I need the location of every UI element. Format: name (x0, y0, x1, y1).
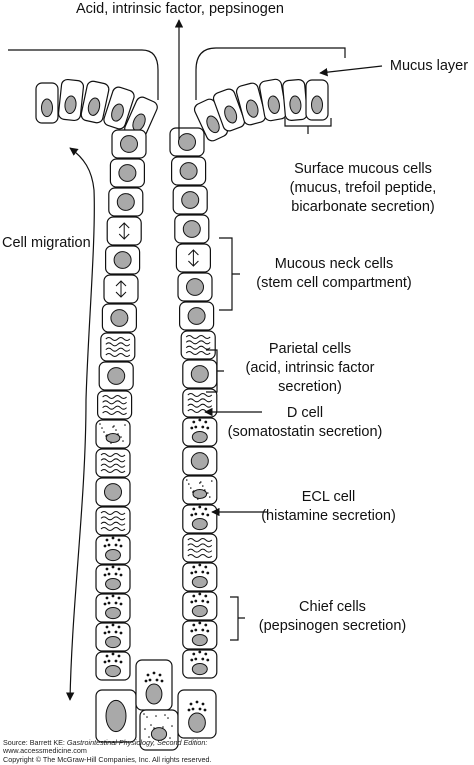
gland-base-cell (139, 709, 179, 751)
cell-migration-label: Cell migration (2, 235, 91, 251)
gland-cell-right (169, 127, 205, 157)
gland-base-cell (135, 659, 173, 711)
gland-cell-left (98, 361, 134, 391)
gland-cell-left (95, 448, 131, 478)
migration-arrow-up (69, 147, 95, 401)
chief-cells-label: Chief cells (pepsinogen secretion) (245, 598, 420, 636)
parietal-desc-2: secretion) (278, 379, 342, 395)
gland-cell-right (180, 330, 216, 360)
mucus-pointer (319, 65, 383, 77)
parietal-title: Parietal cells (268, 341, 352, 357)
d-cell-title: D cell (286, 405, 324, 421)
chief-cells-title: Chief cells (299, 599, 366, 615)
ecl-cell-label: ECL cell (histamine secretion) (246, 488, 411, 526)
chief-bracket (230, 596, 245, 641)
surface-cell (235, 82, 267, 126)
gland-cell-left (111, 129, 147, 159)
surface-mucous-desc-1: (mucus, trefoil peptide, (289, 180, 437, 196)
gland-cell-right (182, 562, 218, 592)
gland-cell-left (95, 535, 131, 565)
parietal-desc-1: (acid, intrinsic factor (245, 360, 375, 376)
ecl-cell-desc: (histamine secretion) (261, 508, 396, 524)
surface-cell (282, 79, 308, 121)
surface-cell (305, 79, 329, 121)
source-copyright: Copyright © The McGraw-Hill Companies, I… (3, 755, 212, 764)
source-book: Gastrointestinal Physiology, Second Edit… (66, 738, 208, 747)
top-arrow-label: Acid, intrinsic factor, pepsinogen (76, 1, 284, 17)
gland-base-cell (95, 689, 137, 743)
source-site: www.accessmedicine.com (3, 746, 87, 755)
surface-cell (80, 80, 110, 124)
gland-cell-right (182, 533, 218, 563)
surface-cell (193, 98, 229, 142)
gland-cell-left (95, 564, 131, 594)
mucous-neck-desc: (stem cell compartment) (256, 275, 412, 291)
gland-cell-right (182, 417, 218, 447)
gland-cell-left (103, 274, 139, 304)
chief-cells-desc: (pepsinogen secretion) (258, 618, 407, 634)
mucus-layer-right-outline (195, 47, 346, 100)
parietal-bracket (206, 349, 224, 393)
mucous-neck-title: Mucous neck cells (274, 256, 394, 272)
gland-cell-left (95, 506, 131, 536)
source-line: Source: Barrett KE: Gastrointestinal Phy… (3, 738, 207, 747)
mucus-layer-left-outline (8, 49, 159, 100)
gland-cell-left (101, 303, 138, 333)
gland-cell-right (179, 301, 215, 331)
gland-cell-right (182, 620, 218, 650)
migration-arrow-down (65, 399, 87, 701)
gland-cell-right (177, 272, 213, 302)
surface-mucous-label: Surface mucous cells (mucus, trefoil pep… (258, 160, 468, 217)
gland-cell-right (182, 359, 218, 389)
d-cell-desc: (somatostatin secretion) (227, 424, 383, 440)
mucous-neck-bracket (219, 237, 240, 311)
gland-cell-right (182, 649, 218, 679)
gland-cell-right (182, 591, 218, 621)
surface-mucous-title: Surface mucous cells (294, 161, 432, 177)
gland-cell-left (95, 651, 131, 681)
gland-cell-left (95, 419, 131, 449)
source-prefix: Source: Barrett KE: (3, 738, 67, 747)
ecl-cell-title: ECL cell (301, 489, 356, 505)
surface-cell (35, 82, 59, 124)
gland-cell-left (96, 390, 133, 420)
surface-mucous-bracket (284, 118, 332, 134)
gland-cell-right (174, 214, 210, 244)
gland-base-cell (177, 689, 217, 739)
gland-cell-left (106, 216, 142, 246)
gland-cell-right (182, 475, 218, 505)
gland-cell-left (104, 245, 141, 275)
gland-cell-left (95, 622, 131, 652)
gland-cell-right (182, 446, 218, 476)
gland-cell-right (172, 185, 208, 215)
parietal-label: Parietal cells (acid, intrinsic factor s… (220, 340, 400, 397)
gland-cell-left (95, 477, 131, 507)
surface-cell (212, 88, 246, 132)
mucous-neck-label: Mucous neck cells (stem cell compartment… (238, 255, 430, 293)
surface-cell (57, 78, 85, 122)
surface-cell (103, 86, 135, 130)
d-cell-label: D cell (somatostatin secretion) (205, 404, 405, 442)
gland-cell-left (109, 158, 146, 188)
gland-cell-left (108, 187, 144, 217)
surface-mucous-desc-2: bicarbonate secretion) (291, 199, 435, 215)
gland-cell-right (171, 156, 207, 186)
gland-cell-right (175, 243, 211, 273)
gland-cell-right (182, 504, 218, 534)
mucus-layer-label: Mucus layer (389, 58, 469, 74)
gland-cell-left (100, 332, 136, 362)
surface-cell (259, 78, 287, 122)
gland-cell-left (95, 593, 131, 623)
